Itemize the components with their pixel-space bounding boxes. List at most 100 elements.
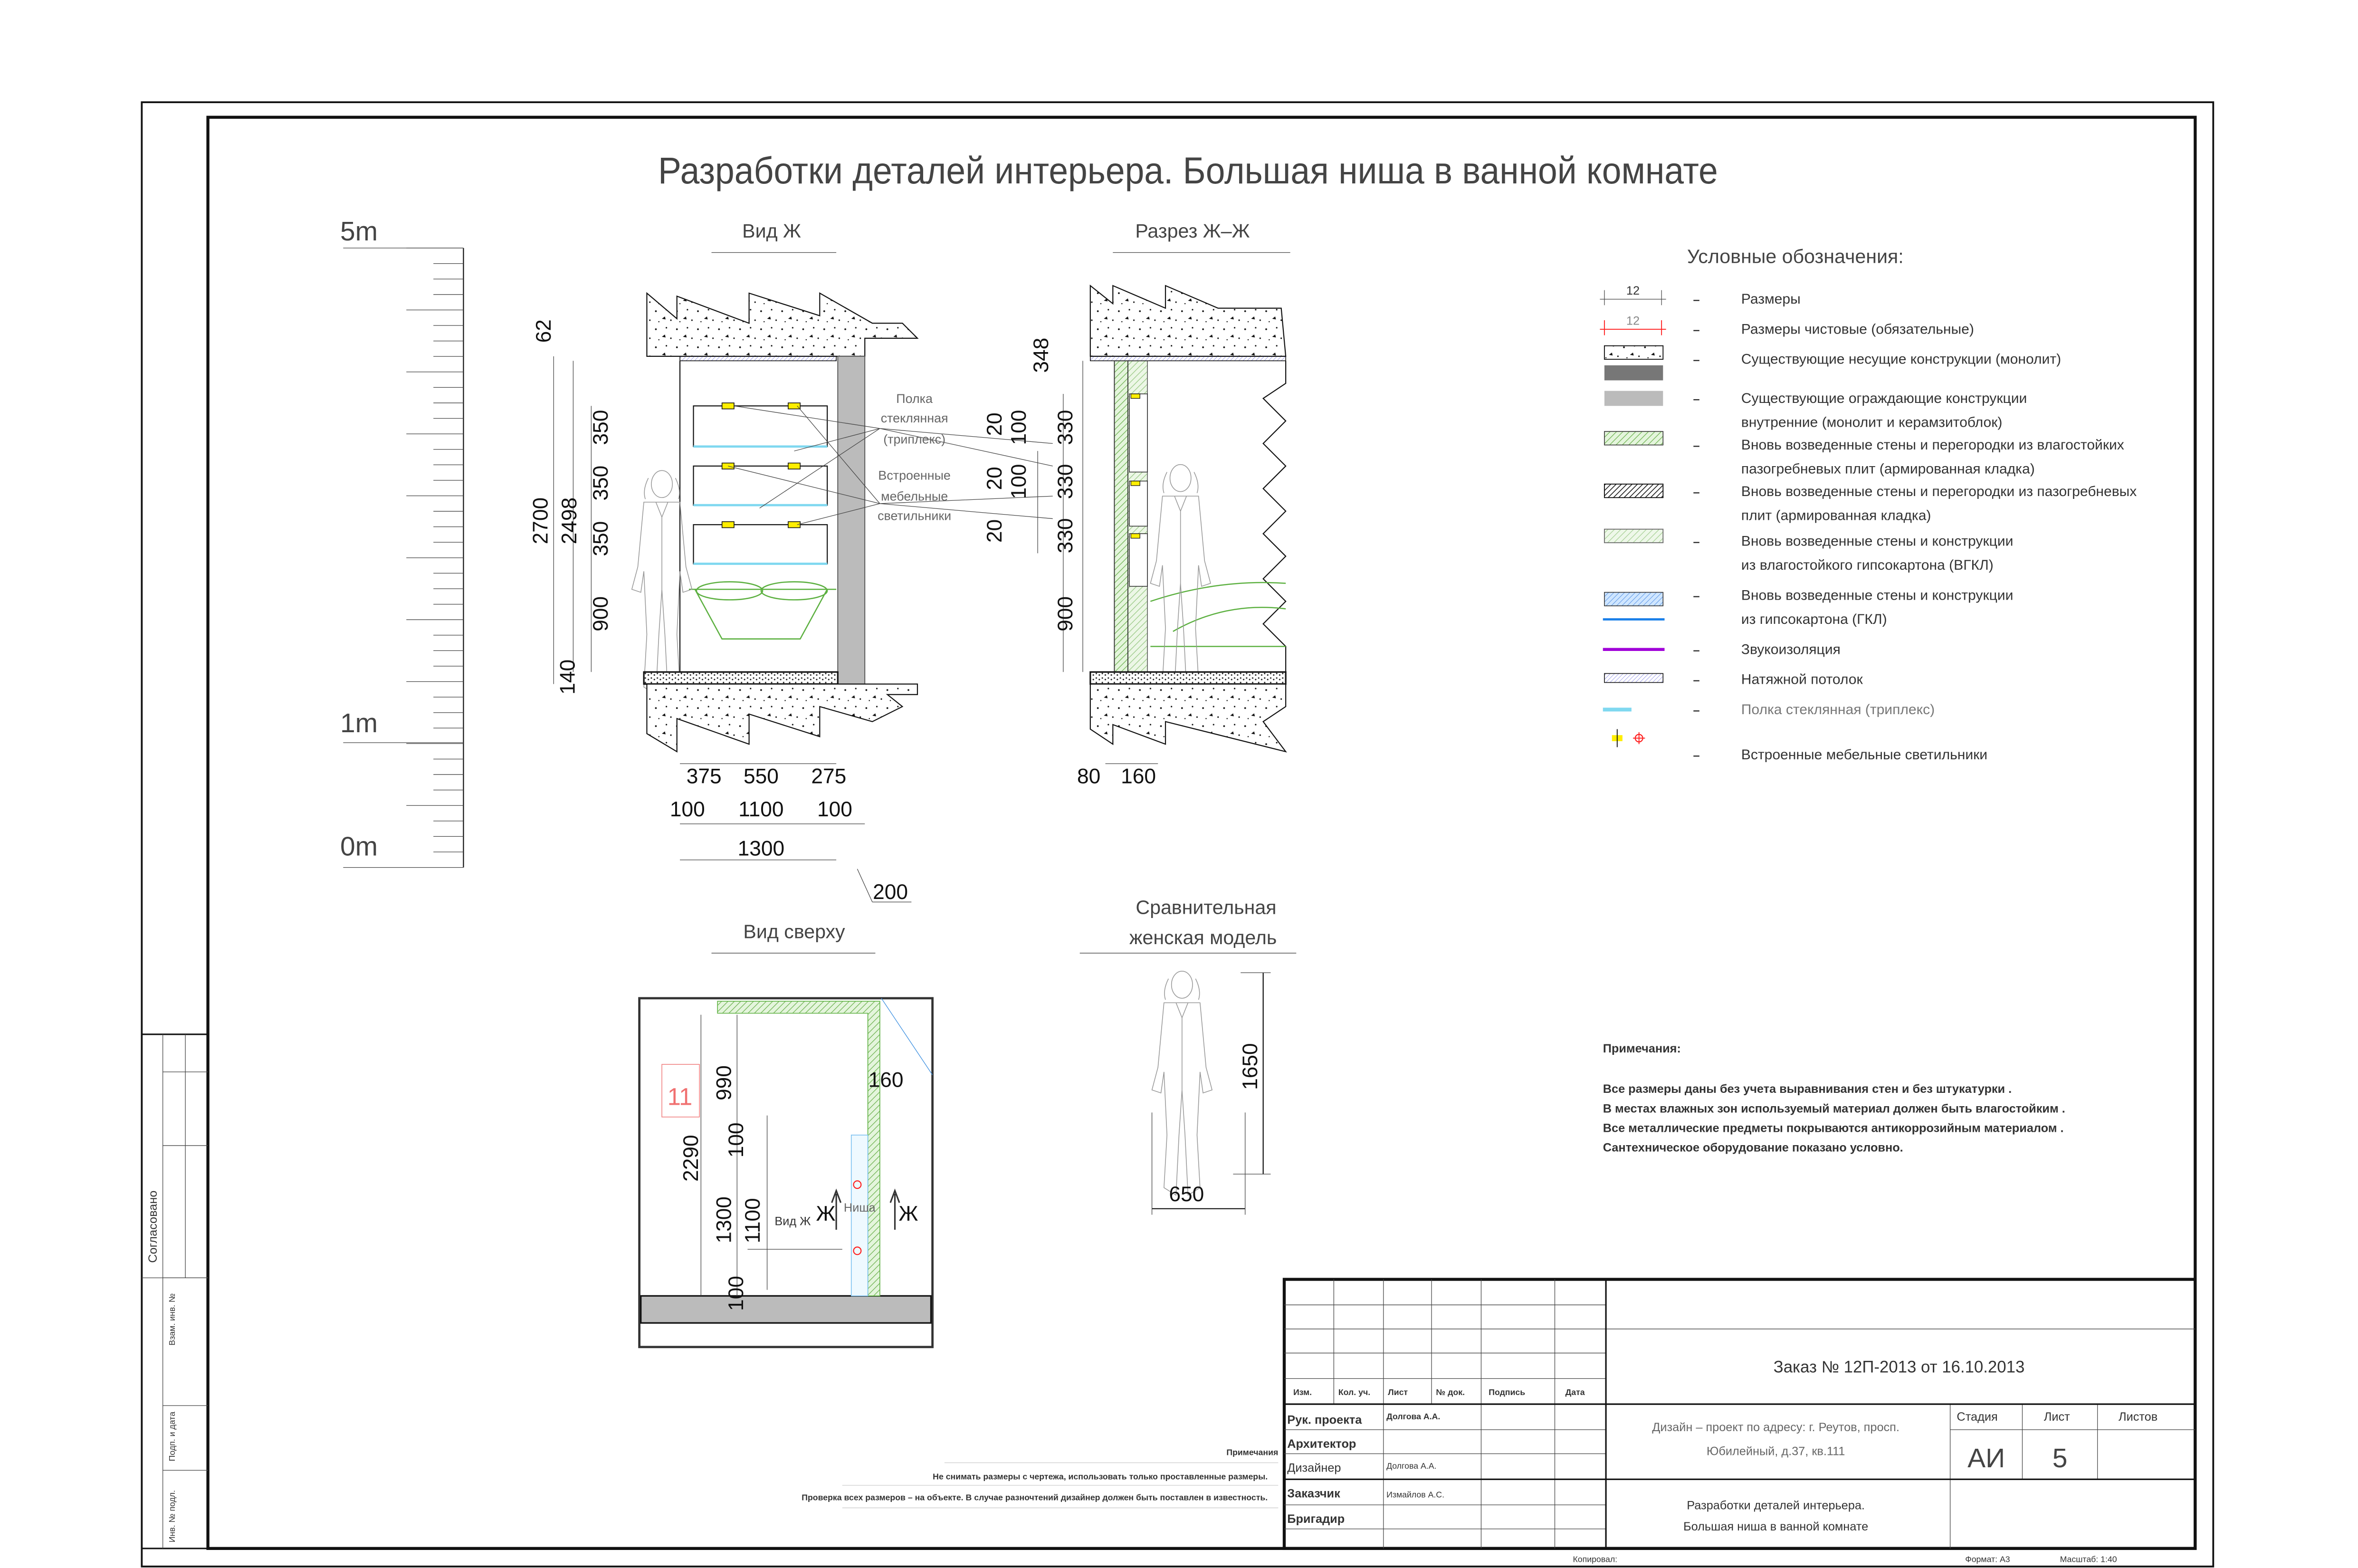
dim-330-c: 330	[1054, 518, 1077, 553]
tb-order: Заказ № 12П-2013 от 16.10.2013	[1774, 1358, 2025, 1377]
note-line: Все металлические предметы покрываются а…	[1603, 1121, 2064, 1135]
legend-item-label: Вновь возведенные стены и конструкции	[1741, 587, 2014, 603]
view-zh-title: Вид Ж	[742, 220, 801, 242]
dim-900: 900	[589, 596, 612, 631]
dim-350-top: 350	[589, 410, 612, 445]
tb-header-kol: Кол. уч.	[1338, 1387, 1370, 1397]
dim-348: 348	[1030, 338, 1053, 373]
callout-shelf-line1: Полка	[896, 392, 933, 406]
legend-item-label: Существующие несущие конструкции (моноли…	[1741, 352, 2061, 367]
dim-100-left: 100	[670, 798, 705, 821]
dim-20-a: 20	[983, 412, 1006, 436]
legend-item-label: пазогребневых плит (армированная кладка)	[1741, 461, 2035, 477]
swatch-dark-gray	[1604, 365, 1663, 381]
legend-dash: –	[1693, 439, 1700, 452]
model-width: 650	[1169, 1183, 1204, 1206]
bathtub	[689, 581, 837, 640]
legend-item-label: Размеры чистовые (обязательные)	[1741, 321, 1974, 337]
dim-330-a: 330	[1054, 410, 1077, 445]
stretch-ceiling	[679, 356, 837, 362]
stamp-inv-orig: Инв. № подл.	[167, 1490, 177, 1542]
legend-item-label: Вновь возведенные стены и перегородки из…	[1741, 484, 2137, 499]
scale-label-1m: 1m	[340, 708, 378, 738]
tb-scale: Масштаб: 1:40	[2060, 1554, 2117, 1564]
legend-item-label: Встроенные мебельные светильники	[1741, 747, 1987, 763]
legend-item-label: из влагостойкого гипсокартона (ВГКЛ)	[1741, 557, 1994, 573]
dim-275: 275	[811, 765, 846, 788]
dim-350-low: 350	[589, 521, 612, 556]
legend-dash: –	[1693, 293, 1700, 306]
dim-80: 80	[1077, 765, 1100, 788]
tb-name-designer: Долгова А.А.	[1386, 1461, 1436, 1471]
notes-title: Примечания:	[1603, 1042, 1681, 1055]
dim-100-top: 100	[725, 1122, 748, 1157]
room-number: 11	[668, 1083, 693, 1110]
tb-address-line1: Дизайн – проект по адресу: г. Реутов, пр…	[1652, 1421, 1900, 1434]
model-height: 1650	[1239, 1043, 1262, 1090]
sheet-title: Разработки деталей интерьера. Большая ни…	[658, 149, 1718, 191]
floor-screed	[643, 671, 839, 685]
dim-900-section: 900	[1054, 596, 1077, 631]
light-fixture-icon	[1612, 729, 1645, 747]
tb-role-lead: Рук. проекта	[1287, 1413, 1362, 1426]
tb-stage-label: Стадия	[1957, 1410, 1997, 1424]
tb-header-date: Дата	[1566, 1387, 1585, 1397]
floor-slab	[646, 683, 918, 753]
dim-20-c: 20	[983, 519, 1006, 543]
swatch-light-green-hatch	[1604, 528, 1664, 544]
tb-header-izm: Изм.	[1293, 1387, 1312, 1397]
person-silhouette-model	[1151, 971, 1212, 1196]
legend-dash: –	[1693, 643, 1700, 657]
legend-sample-dim-red: 12	[1626, 314, 1640, 327]
dim-2700: 2700	[529, 497, 553, 545]
swatch-green-hatch	[1604, 431, 1664, 446]
stamp-note-2: Проверка всех размеров – на объекте. В с…	[802, 1493, 1268, 1502]
stamp-note-1: Не снимать размеры с чертежа, использова…	[933, 1472, 1268, 1481]
legend-dash: –	[1693, 674, 1700, 687]
dim-140: 140	[556, 660, 580, 695]
dim-200: 200	[873, 880, 908, 904]
tb-role-foreman: Бригадир	[1287, 1512, 1345, 1526]
legend-item-label: плит (армированная кладка)	[1741, 508, 1931, 524]
tb-header-doc: № док.	[1436, 1387, 1465, 1397]
swatch-black-hatch	[1604, 483, 1664, 498]
dim-1100-top: 1100	[741, 1198, 764, 1243]
dim-160-top: 160	[869, 1069, 904, 1092]
dim-1100: 1100	[738, 798, 783, 821]
inner-frame	[206, 115, 2197, 1550]
dim-62: 62	[532, 319, 555, 343]
top-view: Вид сверху 11 990 2290 160 100 1300 1100…	[638, 920, 934, 1348]
top-view-title: Вид сверху	[743, 920, 845, 942]
dim-550: 550	[744, 765, 779, 788]
legend: Условные обозначения: 12 12 –Размеры–Раз…	[1600, 246, 2137, 763]
dim-2290: 2290	[679, 1135, 703, 1182]
note-line: Сантехническое оборудование показано усл…	[1603, 1141, 1903, 1155]
legend-dash: –	[1693, 392, 1700, 406]
legend-dash: –	[1693, 486, 1700, 499]
view-zh: Вид Ж 62 2700 2498 350 350 350	[529, 220, 1053, 904]
tb-sheets-label: Листов	[2119, 1410, 2158, 1424]
stamp-notes: Примечания Не снимать размеры с чертежа,…	[802, 1448, 1278, 1509]
legend-dash: –	[1693, 323, 1700, 336]
tb-name-client: Измайлов А.С.	[1386, 1490, 1444, 1499]
legend-dash: –	[1693, 749, 1700, 762]
wall-column	[837, 355, 866, 685]
legend-item-label: Натяжной потолок	[1741, 672, 1863, 688]
niche-label: Ниша	[844, 1201, 876, 1214]
dim-990: 990	[713, 1065, 736, 1100]
dim-100-a: 100	[1007, 410, 1031, 445]
tb-header-list: Лист	[1388, 1387, 1408, 1397]
person-silhouette	[631, 470, 693, 695]
legend-dash: –	[1693, 704, 1700, 717]
legend-dash: –	[1693, 535, 1700, 549]
scale-label-5m: 5m	[340, 216, 378, 247]
female-model: Сравнительная женская модель 1650 650	[1079, 897, 1297, 1215]
tb-copied: Копировал:	[1573, 1554, 1617, 1564]
tb-sheet-title-line1: Разработки деталей интерьера.	[1687, 1499, 1865, 1512]
note-line: В местах влажных зон используемый матери…	[1603, 1102, 2065, 1115]
tb-sheet: 5	[2053, 1443, 2068, 1473]
furniture-light-icons	[721, 402, 801, 528]
tb-format: Формат: А3	[1965, 1554, 2010, 1564]
model-title-line2: женская модель	[1129, 927, 1277, 948]
